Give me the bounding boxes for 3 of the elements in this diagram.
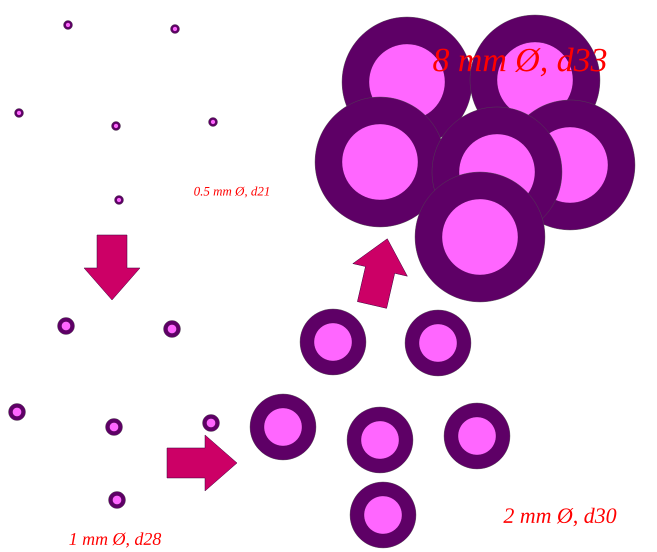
label-small: 1 mm Ø, d28 — [69, 532, 162, 548]
label-small: 0.5 mm Ø, d21 — [194, 186, 269, 198]
label-small: 2 mm Ø, d30 — [503, 508, 616, 526]
